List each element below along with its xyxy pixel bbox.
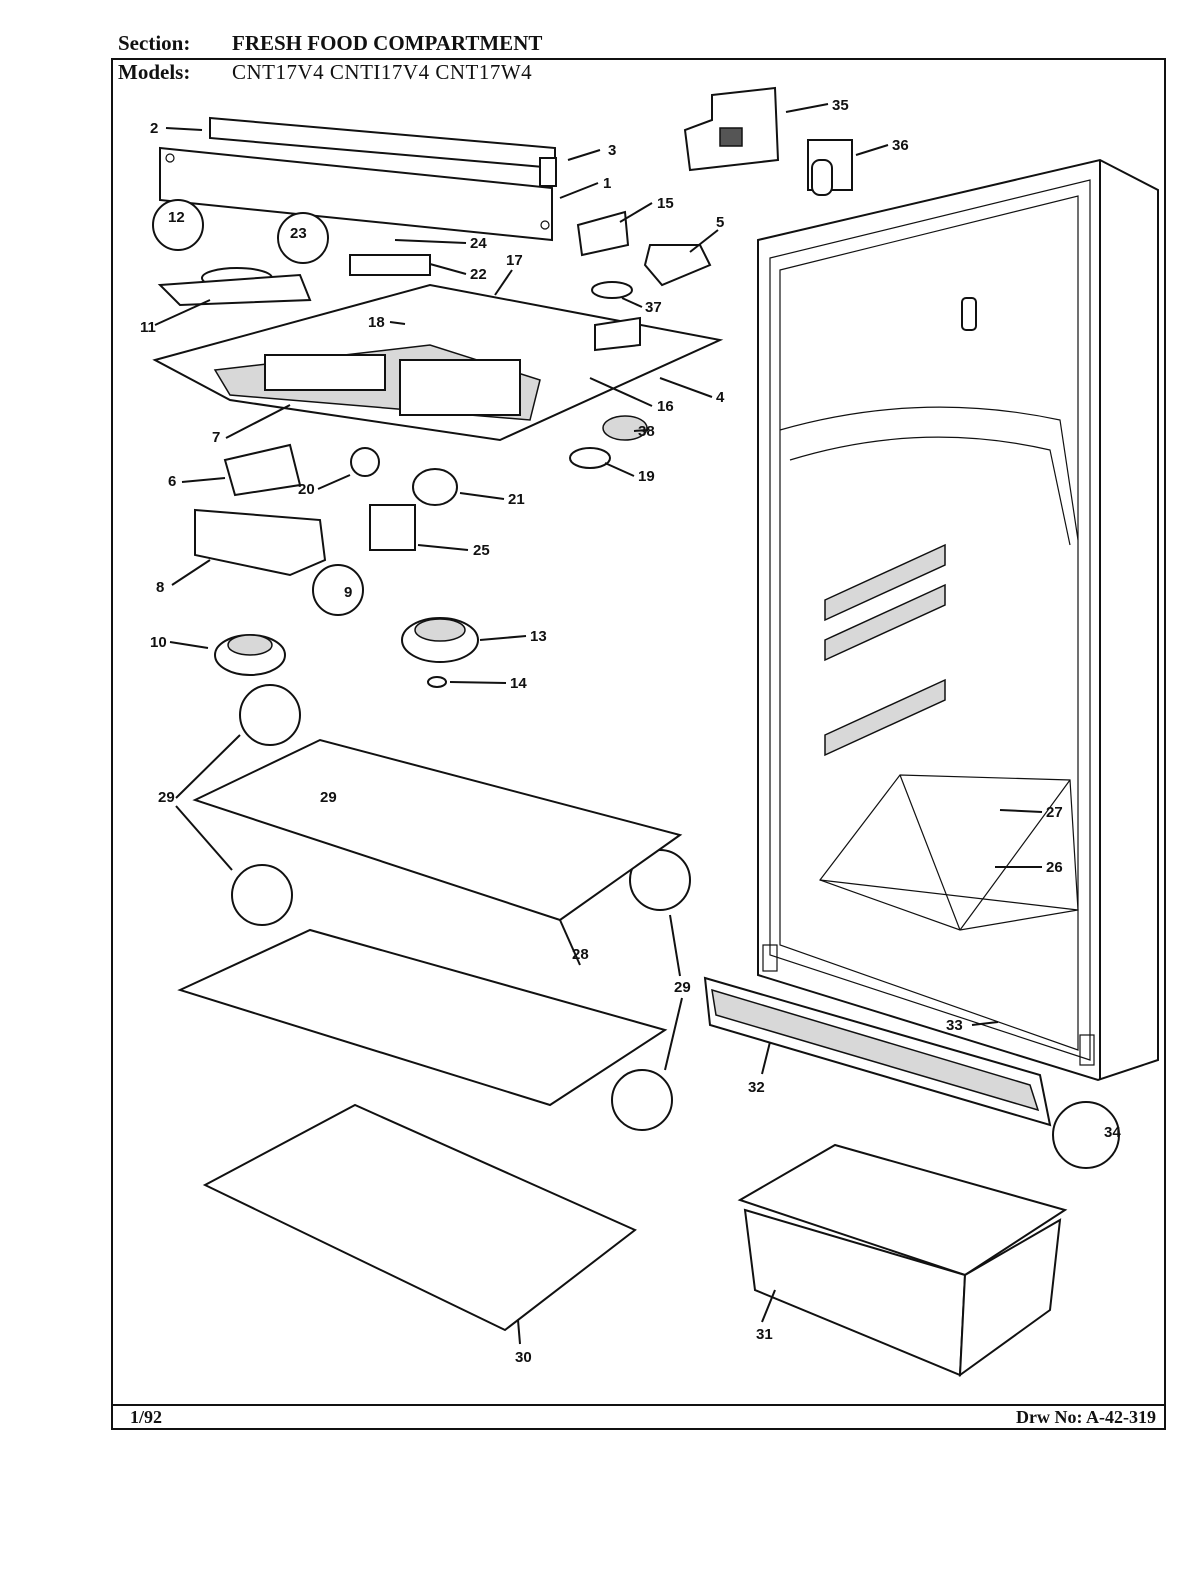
wire-shelves — [177, 738, 683, 1107]
callout-label: 37 — [645, 299, 662, 316]
callout-label: 30 — [515, 1349, 532, 1366]
drawing-number: Drw No: A-42-319 — [1016, 1407, 1156, 1427]
callout-labels: 1 2 3 4 5 6 7 8 9 10 11 12 13 14 15 16 1… — [140, 97, 1121, 1366]
section-label: Section: — [118, 31, 191, 55]
crisper-drawer — [737, 1143, 1068, 1378]
callout-label: 36 — [892, 137, 909, 154]
callout-label: 26 — [1046, 859, 1063, 876]
footer-divider — [111, 1404, 1166, 1406]
callout-label: 32 — [748, 1079, 765, 1096]
models-list: CNT17V4 CNTI17V4 CNT17W4 — [232, 60, 533, 84]
callout-label: 2 — [150, 120, 158, 137]
callout-label: 13 — [530, 628, 547, 645]
models-label: Models: — [118, 60, 191, 84]
callout-label: 24 — [470, 235, 487, 252]
callout-label: 1 — [603, 175, 611, 192]
callout-label: 25 — [473, 542, 490, 559]
section-title: FRESH FOOD COMPARTMENT — [232, 31, 543, 55]
callout-label: 16 — [657, 398, 674, 415]
callout-label: 9 — [344, 584, 352, 601]
callout-label: 18 — [368, 314, 385, 331]
top-trim-assembly — [159, 116, 557, 242]
callout-label: 31 — [756, 1326, 773, 1343]
cabinet-liner — [757, 158, 1159, 1082]
revision-date: 1/92 — [130, 1407, 163, 1427]
callout-label: 8 — [156, 579, 164, 596]
callout-label: 33 — [946, 1017, 963, 1034]
toe-grille — [703, 976, 1052, 1127]
callout-label: 6 — [168, 473, 176, 490]
callout-label: 20 — [298, 481, 315, 498]
callout-label: 35 — [832, 97, 849, 114]
control-bracket — [683, 86, 853, 196]
control-housing — [152, 210, 724, 442]
callout-label: 14 — [510, 675, 527, 692]
callout-label: 7 — [212, 429, 220, 446]
callout-label: 3 — [608, 142, 616, 159]
callout-label: 23 — [290, 225, 307, 242]
callout-label: 21 — [508, 491, 525, 508]
callout-label: 19 — [638, 468, 655, 485]
callout-label: 4 — [716, 389, 725, 406]
callout-label: 5 — [716, 214, 724, 231]
callout-label: 11 — [140, 319, 156, 336]
callout-label: 29 — [158, 789, 175, 806]
glass-shelf — [202, 1103, 637, 1332]
diagram-frame — [111, 58, 1166, 1430]
callout-label: 29 — [320, 789, 337, 806]
callout-label: 22 — [470, 266, 487, 283]
callout-label: 17 — [506, 252, 523, 269]
callout-label: 38 — [638, 423, 655, 440]
detail-circles — [152, 199, 1120, 1169]
callout-label: 10 — [150, 634, 167, 651]
callout-label: 15 — [657, 195, 674, 212]
callout-label: 29 — [674, 979, 691, 996]
leader-lines — [154, 103, 1043, 1345]
callout-label: 34 — [1104, 1124, 1121, 1141]
callout-label: 12 — [168, 209, 185, 226]
thermostat-and-brackets — [157, 254, 611, 688]
callout-label: 27 — [1046, 804, 1063, 821]
